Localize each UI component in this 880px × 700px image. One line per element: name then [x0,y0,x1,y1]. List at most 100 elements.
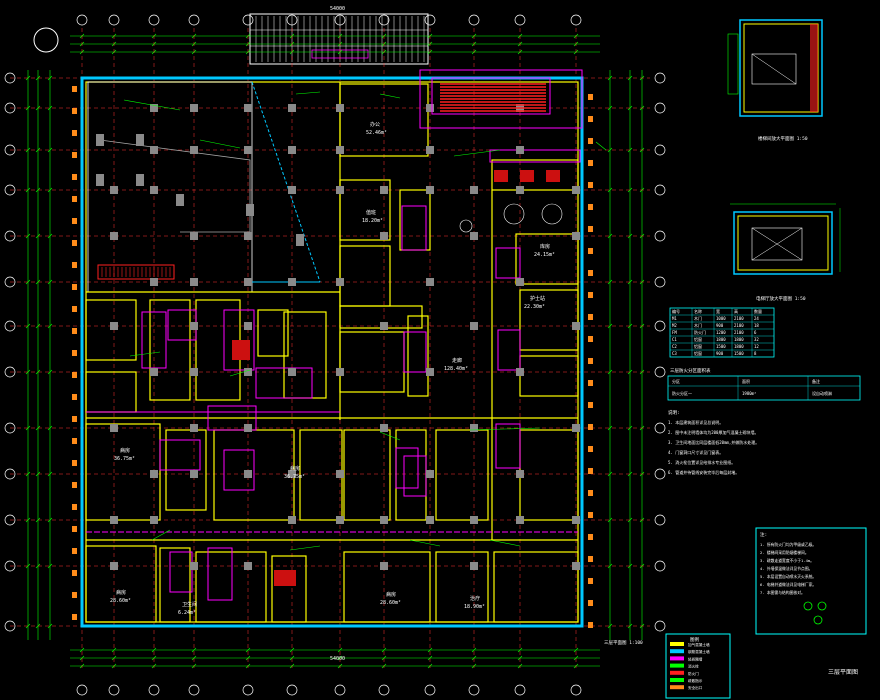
room-area: 36.75m² [284,474,305,480]
schedule-cell: C2 [672,344,677,349]
schedule-header: 高 [734,308,738,314]
general-notes: 说明: 1. 本层建筑面积详见总说明。 2. 图中未注明墙体均为200厚加气混凝土砌… [668,409,759,475]
equipment-circles [459,203,563,233]
room-area: 36.75m² [114,456,135,462]
schedule-cell: 1800 [734,344,744,349]
legend-swatch [670,649,684,654]
schedule-header: 宽 [716,308,720,314]
note-line: 4. 门窗洞口尺寸详见门窗表。 [668,449,723,455]
schedule-cell: 1500 [716,344,726,349]
room-label: 走廊 [452,357,462,364]
fire-zone-title: 三层防火分区面积表 [670,367,711,374]
schedule-cell: 18 [754,323,759,328]
schedule-cell: 1000 [716,316,726,321]
note-line: 3. 卫生间地面比同层楼面低20mm,并做防水处理。 [668,439,759,445]
main-stair [431,77,551,115]
detail-b-title: 电梯厅放大平面图 1:50 [756,295,806,302]
right-note-line: 4. 外墙保温做法详见节点图。 [760,566,812,571]
right-note-line: 2. 楼梯间采用防烟楼梯间。 [760,550,809,555]
room-label: 病房 [290,465,300,472]
legend-label: 轻质隔墙 [688,656,703,661]
legend-swatch [670,663,684,668]
schedule-cell: 防火门 [694,329,706,335]
legend-swatch [670,642,684,646]
schedule-cell: 2100 [734,323,744,328]
toilet-fixtures [232,170,560,586]
legend-label: 疏散指示 [688,678,703,683]
schedule-header: 数量 [754,308,762,314]
room-label: 卫生间 [182,601,197,608]
schedule-cell: 铝窗 [694,343,702,349]
legend-swatch [670,670,684,675]
north-arrow-icon [33,27,59,53]
total-dimension-top: 54000 [330,6,345,12]
schedule-cell: C1 [672,337,677,342]
fire-hydrant-icon [803,601,827,625]
schedule-cell: 木门 [694,322,702,328]
fire-zone-cell: 1980m² [742,391,756,396]
fire-zone-header: 面积 [742,378,750,384]
schedule-cell: 8 [754,351,757,356]
right-note-line: 6. 电梯井道做法详见电梯厂家。 [760,582,816,587]
room-label: 值班 [366,209,376,216]
schedule-header: 编号 [672,308,680,314]
note-line: 1. 本层建筑面积详见总说明。 [668,419,723,425]
right-note-line: 5. 本层设置自动喷水灭火系统。 [760,574,816,579]
schedule-cell: C3 [672,351,677,356]
total-dimension-bottom: 54000 [330,656,345,662]
right-note-line: 7. 本图需与结构图核对。 [760,590,805,595]
right-notes-title: 注: [760,531,767,538]
note-line: 6. 管道井待管线安装完毕后每层封堵。 [668,469,739,475]
room-area: 128.40m² [444,366,468,372]
schedule-cell: 32 [754,337,759,342]
room-label: 病房 [120,447,130,454]
legend-label: 防火门 [688,671,699,676]
schedule-cell: 900 [716,323,724,328]
right-note-line: 1. 所有防火门均为甲级或乙级。 [760,542,816,547]
window-marks [72,86,593,628]
legend-label: 加气混凝土墙 [688,642,710,647]
legend-label: 消火栓 [688,664,699,669]
legend-swatch [670,656,684,661]
schedule-cell: M1 [672,316,677,321]
schedule-cell: 2100 [734,330,744,335]
schedule-cell: 1500 [734,351,744,356]
room-area: 22.30m² [524,304,545,310]
room-label: 病房 [116,589,126,596]
schedule-cell: 1200 [716,330,726,335]
room-area: 24.15m² [534,252,555,258]
schedule-cell: 6 [754,330,757,335]
schedule-cell: FM [672,330,677,335]
leader-lines [123,91,607,551]
right-note-line: 3. 疏散走道宽度不小于1.4m。 [760,558,814,563]
room-area: 18.20m² [362,218,383,224]
room-area: 52.46m² [366,130,387,136]
schedule-cell: 2100 [734,316,744,321]
room-label: 治疗 [470,595,480,602]
schedule-cell: 1800 [716,337,726,342]
notes-title: 说明: [668,409,680,416]
detail-view-elevator: 电梯厅放大平面图 1:50 [730,203,841,302]
schedule-cell: 木门 [694,315,702,321]
column-layer [96,104,580,570]
legend-swatch [670,685,684,690]
room-label: 库房 [540,243,550,250]
scale-note: 三层平面图 1:100 [604,640,643,646]
room-labels: 办公 52.46m² 值班 18.20m² 库房 24.15m² 病房 36.7… [110,121,555,616]
schedule-header: 名称 [694,308,702,314]
detail-a-title: 楼梯间放大平面图 1:50 [758,135,808,142]
room-label: 病房 [386,591,396,598]
fire-zone-header: 分区 [672,378,680,384]
room-label: 护士站 [530,295,545,302]
detail-view-stair: 楼梯间放大平面图 1:50 [727,19,823,142]
note-line: 5. 消火栓位置详见给排水专业图纸。 [668,459,735,465]
right-notes-box: 注: 1. 所有防火门均为甲级或乙级。 2. 楼梯间采用防烟楼梯间。 3. 疏散走道宽… [755,527,867,635]
fire-zone-header: 备注 [812,378,820,384]
room-area: 6.24m² [178,610,196,616]
schedule-cell: M2 [672,323,677,328]
legend-title: 图例 [690,636,699,643]
note-line: 2. 图中未注明墙体均为200厚加气混凝土砌块墙。 [668,429,758,435]
